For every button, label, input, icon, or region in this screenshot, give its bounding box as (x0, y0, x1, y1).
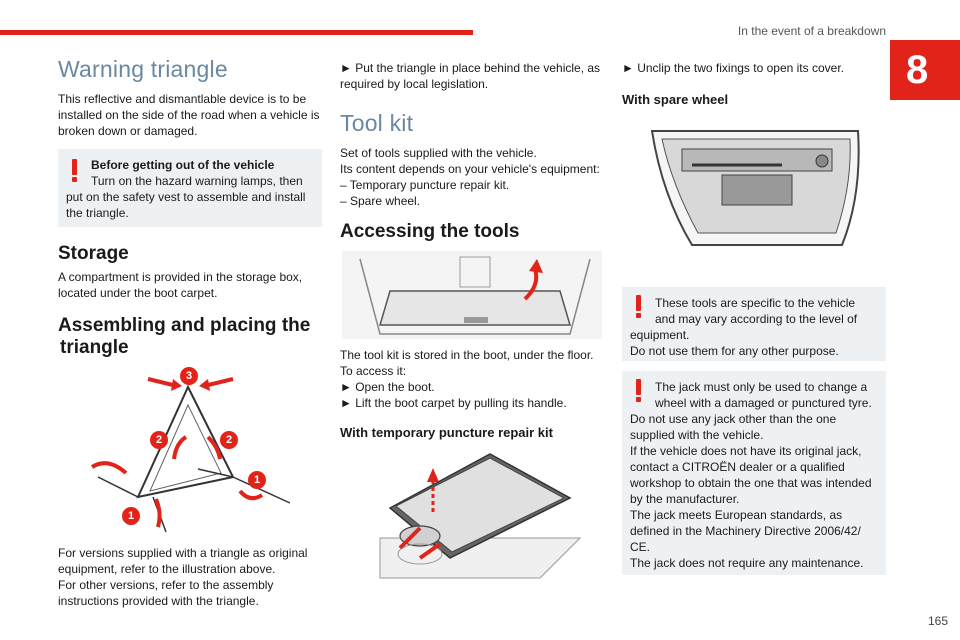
repair-kit-compartment-icon (379, 453, 582, 579)
column-middle: ► Put the triangle in place behind the v… (340, 56, 604, 588)
warning-box-before-exit: Before getting out of the vehicle Turn o… (58, 149, 322, 227)
page-number: 165 (927, 614, 948, 628)
warn2-line2: wheel with a damaged or punctured tyre. (655, 396, 872, 410)
boot-floor-icon (342, 251, 602, 339)
spare-wheel-illustration (622, 125, 886, 265)
assembling-heading-line2: triangle (60, 337, 129, 358)
label-2-right-badge: 2 (220, 431, 238, 449)
step-lift-carpet: ► Lift the boot carpet by pulling its ha… (340, 396, 567, 410)
warning-box-jack: The jack must only be used to change a w… (622, 371, 886, 575)
warning-exclamation-icon (634, 379, 644, 402)
spare-wheel-heading: With spare wheel (622, 92, 729, 107)
label-1-left-badge: 1 (122, 507, 140, 525)
label-1-right-badge: 1 (248, 471, 266, 489)
tool-kit-title: Tool kit (340, 110, 414, 136)
column-right: ► Unclip the two fixings to open its cov… (622, 56, 886, 575)
triangle-intro: This reflective and dismantlable device … (58, 92, 320, 138)
warning-bold-title: Before getting out of the vehicle (91, 158, 275, 172)
warn1-line2: and may vary according to the level of (655, 312, 858, 326)
boot-illustration (340, 249, 604, 341)
chapter-number-tab: 8 (890, 40, 960, 100)
storage-heading: Storage (58, 243, 129, 264)
to-access-text: To access it: (340, 364, 407, 378)
step-open-boot: ► Open the boot. (340, 380, 435, 394)
warn2-rest: Do not use any jack other than the one s… (630, 412, 837, 442)
label-2-left-badge: 2 (150, 431, 168, 449)
section-title: In the event of a breakdown (737, 24, 886, 38)
storage-text: A compartment is provided in the storage… (58, 270, 303, 300)
triangle-diagram-icon (90, 377, 291, 533)
warn1-line1: These tools are specific to the vehicle (655, 296, 856, 310)
warn2-rest3: The jack meets European standards, as de… (630, 508, 861, 554)
toolkit-item-1: – Temporary puncture repair kit. (340, 178, 510, 192)
warn1-rest2: Do not use them for any other purpose. (630, 344, 839, 358)
warning-rest: put on the safety vest to assemble and i… (66, 190, 306, 220)
warn1-rest: equipment. (630, 328, 690, 342)
toolkit-text-2: Its content depends on your vehicle's eq… (340, 162, 600, 176)
column-left: Warning triangle This reflective and dis… (58, 56, 322, 609)
warning-exclamation-icon (634, 295, 644, 318)
put-triangle-step: ► Put the triangle in place behind the v… (340, 61, 601, 91)
spare-wheel-compartment-icon (650, 130, 860, 246)
warning-box-tools-specific: These tools are specific to the vehicle … (622, 287, 886, 361)
toolkit-text-1: Set of tools supplied with the vehicle. (340, 146, 537, 160)
unclip-step: ► Unclip the two fixings to open its cov… (622, 61, 844, 75)
warn2-line1: The jack must only be used to change a (655, 380, 868, 394)
stored-text: The tool kit is stored in the boot, unde… (340, 348, 594, 362)
label-3-badge: 3 (180, 367, 198, 385)
versions-text-2: For other versions, refer to the assembl… (58, 578, 274, 608)
warn2-rest2: If the vehicle does not have its origina… (630, 444, 872, 506)
accessing-tools-heading: Accessing the tools (340, 221, 520, 242)
triangle-illustration: 3 2 2 1 1 (58, 367, 322, 537)
toolkit-item-2: – Spare wheel. (340, 194, 421, 208)
assembling-heading-line1: Assembling and placing the (58, 315, 311, 336)
repair-kit-illustration (340, 448, 604, 588)
top-accent-bar (0, 30, 473, 35)
warn2-rest4: The jack does not require any maintenanc… (630, 556, 864, 570)
warning-line1: Turn on the hazard warning lamps, then (91, 174, 303, 188)
warning-exclamation-icon (70, 159, 80, 182)
versions-text-1: For versions supplied with a triangle as… (58, 546, 308, 576)
warning-triangle-title: Warning triangle (58, 56, 228, 82)
repair-kit-heading: With temporary puncture repair kit (340, 425, 553, 440)
